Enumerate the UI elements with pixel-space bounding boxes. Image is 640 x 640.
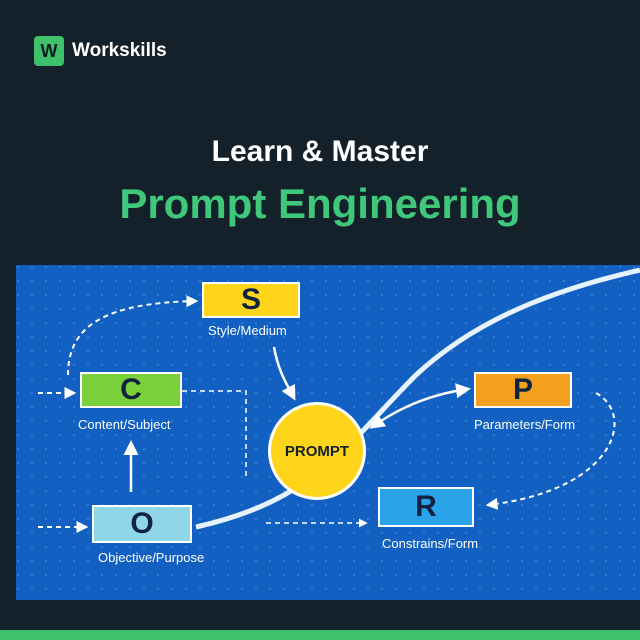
workskills-logo-icon: W xyxy=(34,36,64,66)
brand: W Workskills xyxy=(34,36,167,66)
node-c-label: Content/Subject xyxy=(78,417,171,432)
headline-line1: Learn & Master xyxy=(211,135,429,168)
node-p-label: Parameters/Form xyxy=(474,417,576,432)
prompt-circle: PROMPT xyxy=(268,402,366,500)
node-p-letter: P xyxy=(512,373,533,406)
node-o-letter: O xyxy=(130,507,154,540)
node-o-box: O xyxy=(92,505,192,543)
dashed-c-out xyxy=(182,390,247,477)
node-r-label: Constrains/Form xyxy=(382,536,479,551)
arrow-p-prompt xyxy=(369,383,471,429)
arrow-s-to-prompt xyxy=(272,346,296,401)
node-c-letter: C xyxy=(120,373,142,406)
headline-line2: Prompt Engineering xyxy=(119,180,521,227)
node-r-box: R xyxy=(378,487,474,527)
sweep-line xyxy=(195,267,640,530)
arrow-into-r xyxy=(485,392,616,510)
node-s-letter: S xyxy=(240,283,261,316)
node-s-box: S xyxy=(202,282,300,318)
prompt-label: PROMPT xyxy=(284,442,350,460)
node-o-label: Objective/Purpose xyxy=(98,550,205,565)
sopcr-diagram: S Style/Medium C Content/Subject O Objec… xyxy=(16,265,640,600)
bottom-accent-bar xyxy=(0,630,640,640)
node-r-letter: R xyxy=(415,490,437,523)
node-s-label: Style/Medium xyxy=(208,323,287,338)
brand-name: Workskills xyxy=(72,40,167,61)
node-p-box: P xyxy=(474,372,572,408)
arrow-c-to-s xyxy=(67,295,199,376)
node-c-box: C xyxy=(80,372,182,408)
